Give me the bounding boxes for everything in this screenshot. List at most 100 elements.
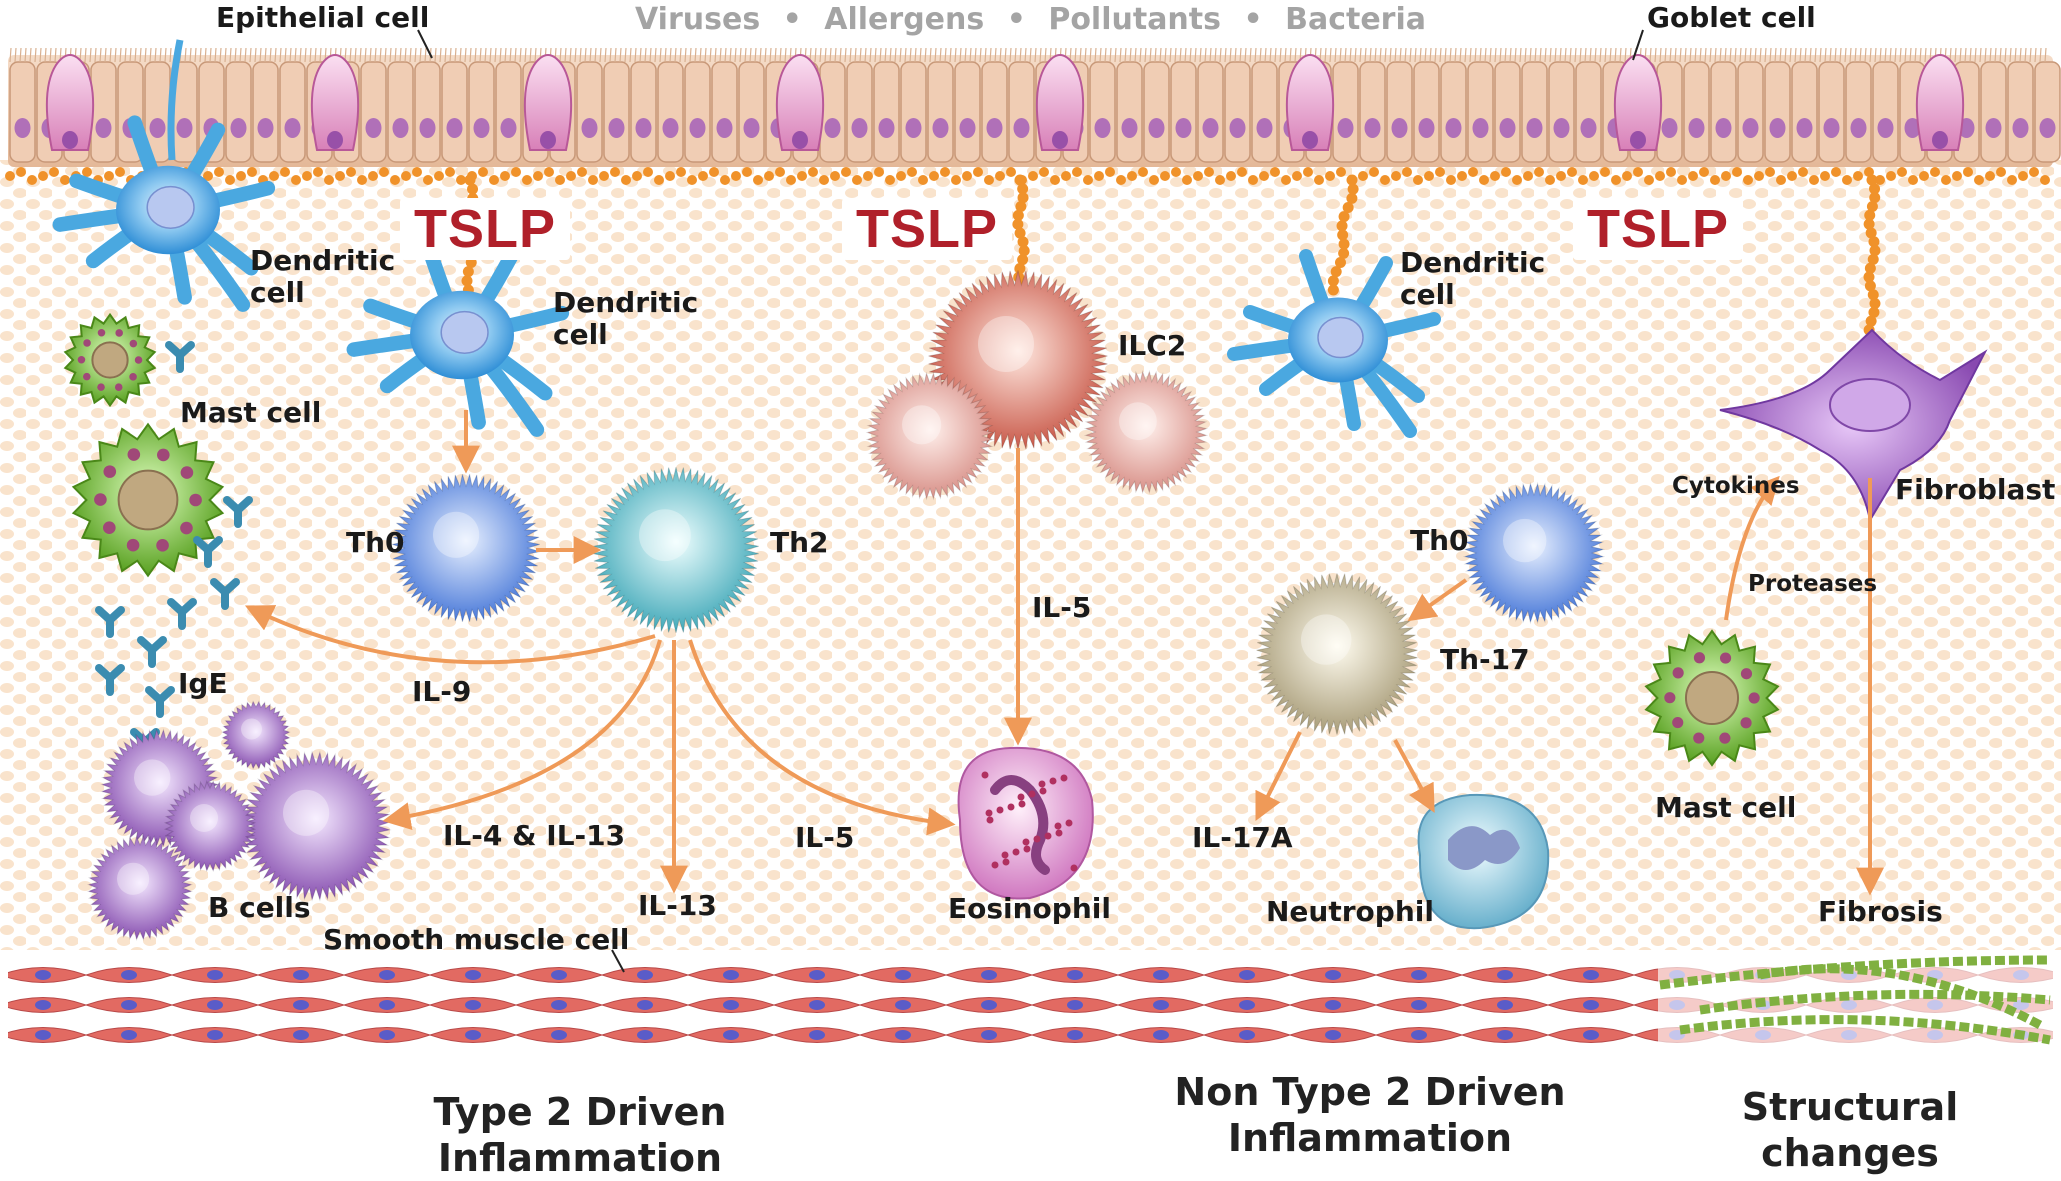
- th2-cell-body: [593, 466, 759, 634]
- cilia: [1429, 47, 1432, 63]
- cilia: [284, 47, 287, 63]
- tslp-particle: [973, 167, 983, 177]
- tslp-particle: [687, 175, 697, 185]
- th0-cell-1-highlight: [433, 511, 480, 558]
- cilia: [1579, 47, 1582, 63]
- epithelial-nucleus: [635, 118, 652, 138]
- cilia: [404, 47, 407, 63]
- cilia: [1494, 47, 1497, 63]
- tslp-particle: [1358, 171, 1368, 181]
- cilia: [294, 47, 297, 63]
- cilia: [1464, 47, 1467, 63]
- epithelial-cell: [1386, 61, 1413, 163]
- cilia: [499, 47, 502, 63]
- b-cell-2-body: [240, 750, 392, 902]
- tslp-particle: [1160, 171, 1170, 181]
- tslp-particle: [555, 175, 565, 185]
- tslp-particle: [1028, 171, 1038, 181]
- cilia: [1684, 47, 1687, 63]
- cilia: [859, 47, 862, 63]
- cilia: [1079, 47, 1082, 63]
- cilia: [1349, 47, 1352, 63]
- b-cell-5-body: [221, 700, 291, 770]
- mast-cell-small-granule: [97, 328, 106, 337]
- th0-cell-2-highlight: [1503, 518, 1547, 563]
- epithelial-cell: [1440, 61, 1467, 163]
- cilia: [34, 47, 37, 63]
- goblet-cell: [1915, 54, 1965, 151]
- cilia: [1524, 47, 1527, 63]
- cilia: [634, 47, 637, 63]
- tslp-particle: [1338, 247, 1350, 259]
- mast-cell-1-granule: [103, 465, 117, 478]
- tslp-particle: [225, 175, 235, 185]
- eosinophil-granule: [1002, 858, 1010, 866]
- tslp-particle: [1589, 171, 1599, 181]
- cilia: [199, 47, 202, 63]
- neutrophil: [1417, 793, 1550, 930]
- cilia: [1399, 47, 1402, 63]
- tslp-particle: [346, 167, 356, 177]
- cilia: [474, 47, 477, 63]
- cilia: [1489, 47, 1492, 63]
- ige-antibody: [223, 496, 253, 528]
- mast-cell-2-granule: [1719, 732, 1731, 744]
- tslp-particles: [5, 167, 2050, 336]
- cilia: [784, 47, 787, 63]
- cilia: [1034, 47, 1037, 63]
- eosinophil-granule: [1007, 803, 1015, 811]
- cilia: [1734, 47, 1737, 63]
- mast-cell-label-2: Mast cell: [1655, 791, 1797, 824]
- caption-structural: Structural changes: [1741, 1085, 1959, 1175]
- mast-cell-1-granule: [127, 448, 141, 461]
- cilia: [834, 47, 837, 63]
- epithelial-nucleus: [230, 118, 247, 138]
- tslp-particle: [464, 174, 476, 186]
- cilia: [1899, 47, 1902, 63]
- tslp-particle: [1457, 171, 1467, 181]
- epithelial-cell: [1143, 61, 1170, 163]
- cilia: [904, 47, 907, 63]
- cilia: [1179, 47, 1182, 63]
- cilia: [1919, 47, 1922, 63]
- cilia: [1964, 47, 1967, 63]
- cilia: [1649, 47, 1652, 63]
- cilia: [814, 47, 817, 63]
- b-cell-2-highlight: [283, 789, 330, 836]
- mast-cell-1-granule: [156, 539, 169, 552]
- cilia: [194, 47, 197, 63]
- cilia: [659, 47, 662, 63]
- neutrophil-label: Neutrophil: [1266, 895, 1434, 928]
- tslp-particle: [203, 171, 213, 181]
- epithelial-nucleus: [1202, 118, 1219, 138]
- epithelial-cell: [1359, 61, 1386, 163]
- cilia: [1294, 47, 1297, 63]
- ige-antibody: [210, 578, 240, 610]
- cilia: [669, 47, 672, 63]
- dendritic-cell-2-nucleus: [440, 310, 489, 354]
- epithelial-nucleus: [1148, 118, 1165, 138]
- tslp-particle: [104, 171, 114, 181]
- tslp-particle: [434, 171, 444, 181]
- epithelial-cell: [1413, 61, 1440, 163]
- cilia: [1744, 47, 1747, 63]
- cilia: [2029, 47, 2032, 63]
- cilia: [1529, 47, 1532, 63]
- cilia: [1974, 47, 1977, 63]
- epithelial-nucleus: [743, 118, 760, 138]
- tslp-particle: [621, 175, 631, 185]
- eosinophil-granule: [981, 771, 989, 779]
- goblet-cell: [1613, 54, 1663, 151]
- epithelial-nucleus: [365, 118, 382, 138]
- tslp-particle: [1866, 174, 1878, 186]
- cilia: [699, 47, 702, 63]
- tslp-particle: [984, 175, 994, 185]
- epithelial-cell: [1764, 61, 1791, 163]
- epithelial-nucleus: [932, 118, 949, 138]
- cilia: [1604, 47, 1607, 63]
- cilia: [1869, 47, 1872, 63]
- b-cell-2: [240, 750, 392, 902]
- fibrosis-label: Fibrosis: [1818, 895, 1943, 928]
- tslp-particle: [1868, 236, 1880, 248]
- eosinophil-granule: [1070, 864, 1078, 872]
